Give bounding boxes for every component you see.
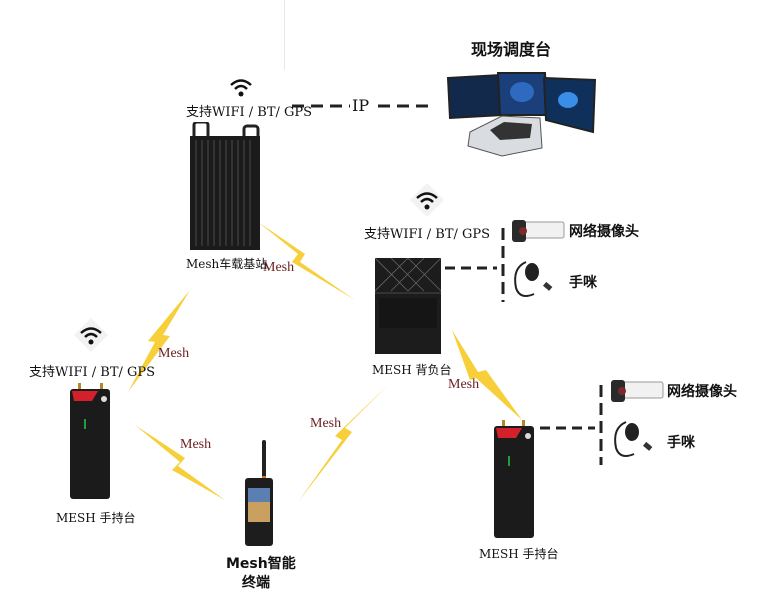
smart-terminal-label-1: Mesh智能 [226,556,296,572]
phone-icon [245,440,273,546]
divider-line [284,0,285,70]
handheld-mic-label: 手咪 [667,435,695,451]
backpack-label: MESH 背负台 [372,363,452,377]
camera-icon [611,380,664,402]
smart-terminal-label-2: 终端 [242,575,270,591]
wifi-icon [410,183,444,217]
lightning-icon [128,290,190,392]
mesh-label: Mesh [263,260,295,275]
ip-link-label: IP [352,96,370,115]
lightning-icon [298,385,388,502]
dispatch-label: 现场调度台 [471,40,552,59]
base-station-icon [190,122,260,250]
mic-icon [514,261,553,297]
radio-icon [70,383,110,499]
mic-icon [614,421,653,457]
lightning-icon [452,330,522,420]
mesh-label: Mesh [158,346,190,361]
wifi-icon [74,318,108,352]
mesh-label: Mesh [180,437,212,452]
camera-icon [512,220,565,242]
handheld-right-label: MESH 手持台 [479,547,559,561]
backpack-camera-label: 网络摄像头 [569,224,639,240]
vehicle-base-feature: 支持WIFI / BT/ GPS [186,105,313,120]
vehicle-base-label: Mesh车载基站 [186,257,268,271]
handheld-left-label: MESH 手持台 [56,511,136,525]
handheld-camera-label: 网络摄像头 [667,384,737,400]
handheld-left-feature: 支持WIFI / BT/ GPS [29,365,156,380]
mesh-label: Mesh [310,416,342,431]
wifi-icon [230,79,252,97]
backpack-mic-label: 手咪 [569,275,597,291]
radio-icon [494,420,534,538]
laptop-icon [446,72,597,157]
backpack-feature: 支持WIFI / BT/ GPS [364,227,491,242]
lightning-icon [135,425,225,500]
mesh-label: Mesh [448,377,480,392]
backpack-icon [375,258,442,354]
